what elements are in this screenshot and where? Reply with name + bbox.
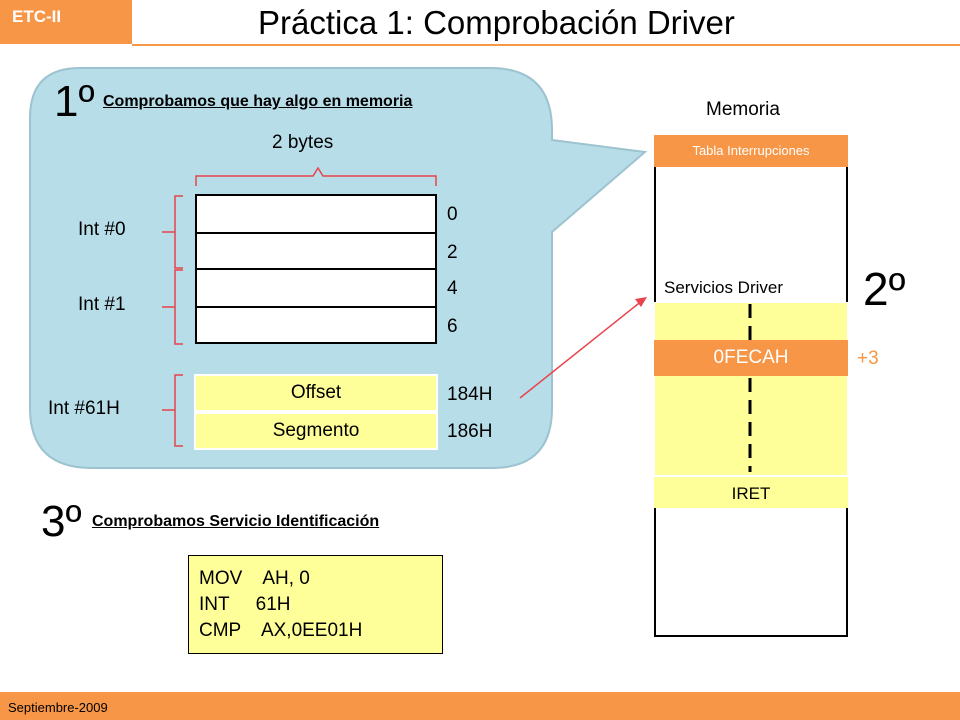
vector-pointer-arrow xyxy=(519,299,644,399)
step2-number: 2º xyxy=(863,263,906,315)
int0-label: Int #0 xyxy=(78,219,126,240)
address-0: 0 xyxy=(447,204,458,225)
width-label: 2 bytes xyxy=(272,132,334,153)
memory-label: Memoria xyxy=(706,99,780,120)
code-line: INT 61H xyxy=(199,594,291,615)
iret-cell: IRET xyxy=(654,475,848,508)
code-line: MOV AH, 0 xyxy=(199,568,310,589)
footer-bar xyxy=(0,692,960,720)
offset-cell: Offset xyxy=(194,374,438,412)
vector-address-segment: 186H xyxy=(447,421,493,442)
vector-cell-0 xyxy=(195,194,437,234)
int61-label: Int #61H xyxy=(48,398,120,419)
address-6: 6 xyxy=(447,316,458,337)
vector-cell-3 xyxy=(195,306,437,344)
slide-title: Práctica 1: Comprobación Driver xyxy=(258,4,735,41)
vector-cell-2 xyxy=(195,268,437,308)
driver-code-dashes xyxy=(748,304,752,472)
header-divider xyxy=(132,44,960,46)
code-block: MOV AH, 0 INT 61H CMP AX,0EE01H xyxy=(188,555,443,654)
address-4: 4 xyxy=(447,278,458,299)
int1-label: Int #1 xyxy=(78,294,126,315)
vector-address-offset: 184H xyxy=(447,384,493,405)
int0-bracket xyxy=(162,195,183,269)
driver-services-label: Servicios Driver xyxy=(664,278,784,297)
id-value-cell: 0FECAH xyxy=(654,340,848,376)
int61-bracket xyxy=(162,374,183,447)
segment-cell: Segmento xyxy=(194,412,438,450)
step1-number: 1º xyxy=(54,77,95,126)
step1-title: Comprobamos que hay algo en memoria xyxy=(103,93,413,110)
address-2: 2 xyxy=(447,242,458,263)
arrow-head xyxy=(635,297,647,307)
offset-plus-label: +3 xyxy=(857,348,879,369)
int1-bracket xyxy=(162,269,183,345)
step3-number: 3º xyxy=(41,497,82,546)
code-line: CMP AX,0EE01H xyxy=(199,620,363,641)
vector-cell-1 xyxy=(195,232,437,270)
footer-date: Septiembre-2009 xyxy=(8,700,108,715)
course-label: ETC-II xyxy=(0,0,132,44)
step3-title: Comprobamos Servicio Identificación xyxy=(92,513,380,530)
interrupt-table-block: Tabla Interrupciones xyxy=(654,135,848,167)
width-brace xyxy=(195,166,437,186)
